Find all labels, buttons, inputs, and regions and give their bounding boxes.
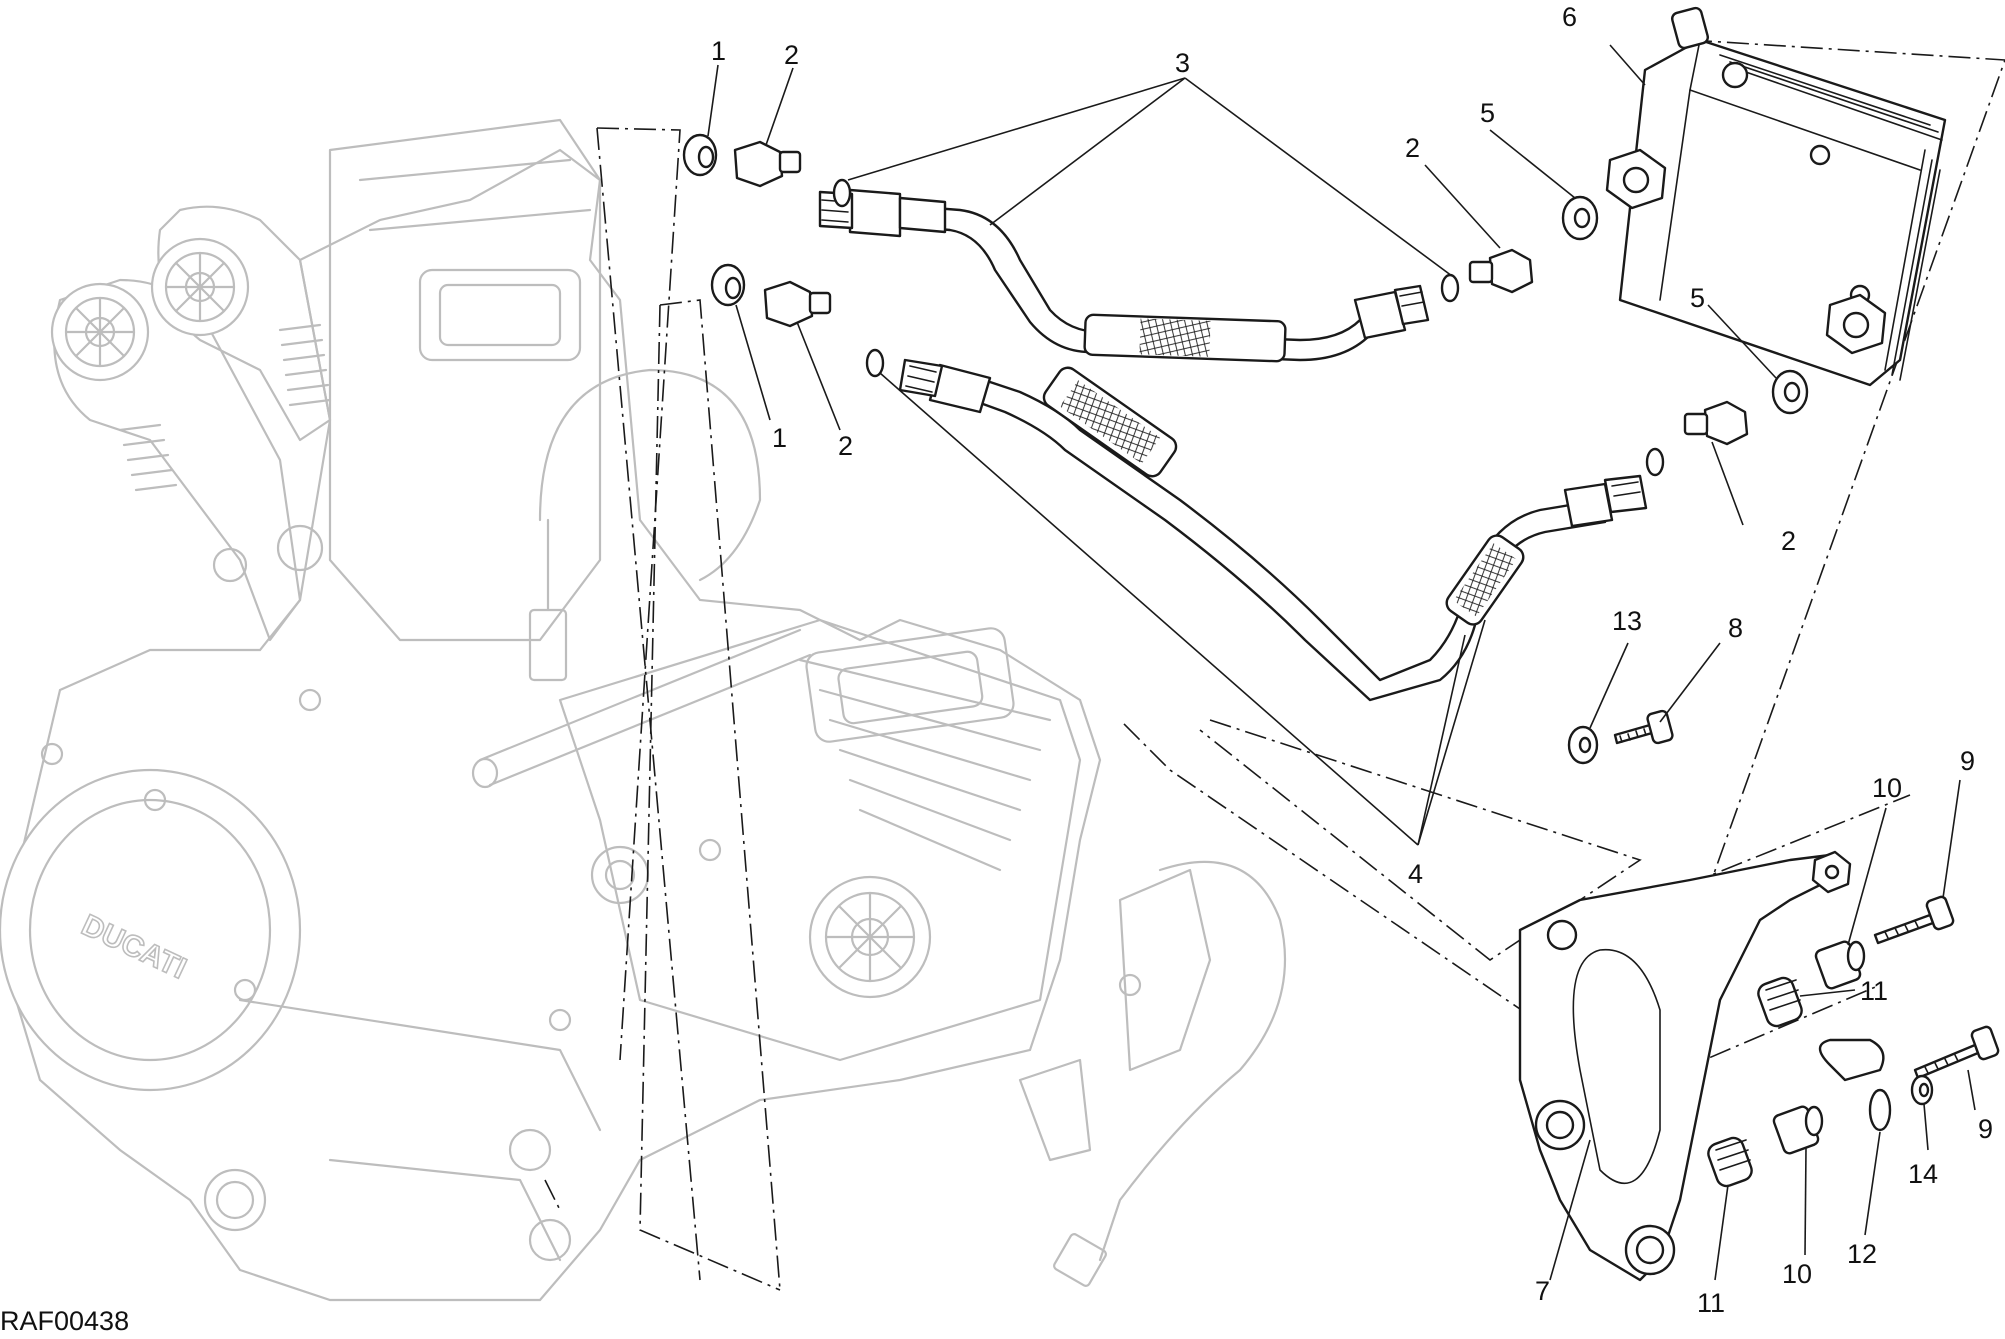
callout-14: 14	[1908, 1159, 1938, 1189]
callout-11-upper: 11	[1860, 976, 1888, 1006]
engine-illustration: DUCATI	[0, 118, 1287, 1302]
fasteners	[1567, 709, 2000, 1188]
cooler-bracket	[1518, 850, 1852, 1282]
callout-10-lower: 10	[1782, 1259, 1812, 1289]
callout-numbers: 1 2 3 6 2 5 5 2 1 2 4 13 8 9 10 11 9 14 …	[711, 2, 1993, 1318]
callout-2-upper-left: 2	[784, 40, 799, 70]
callout-5-upper: 5	[1480, 98, 1495, 128]
callout-1-lower: 1	[772, 423, 787, 453]
callout-2-lower-right: 2	[1781, 526, 1796, 556]
lower-oil-pipe	[898, 358, 1648, 702]
callout-2-lower-left: 2	[838, 431, 853, 461]
callout-10-upper: 10	[1872, 773, 1902, 803]
small-parts-upper	[682, 133, 1809, 477]
leader-lines	[707, 44, 1976, 1281]
callout-9-upper: 9	[1960, 746, 1975, 776]
callout-1-upper: 1	[711, 36, 726, 66]
oil-cooler	[1605, 6, 1947, 387]
callout-9-lower: 9	[1978, 1114, 1993, 1144]
callout-4: 4	[1408, 859, 1423, 889]
callout-13: 13	[1612, 606, 1642, 636]
callout-5-lower: 5	[1690, 283, 1705, 313]
callout-3: 3	[1175, 48, 1190, 78]
callout-8: 8	[1728, 613, 1743, 643]
callout-6: 6	[1562, 2, 1577, 32]
callout-7: 7	[1535, 1276, 1550, 1306]
drawing-code: RAF00438	[0, 1306, 129, 1336]
upper-oil-pipe	[818, 188, 1430, 363]
callout-11-lower: 11	[1697, 1288, 1725, 1318]
callout-12: 12	[1847, 1239, 1877, 1269]
callout-2-upper-right: 2	[1405, 133, 1420, 163]
